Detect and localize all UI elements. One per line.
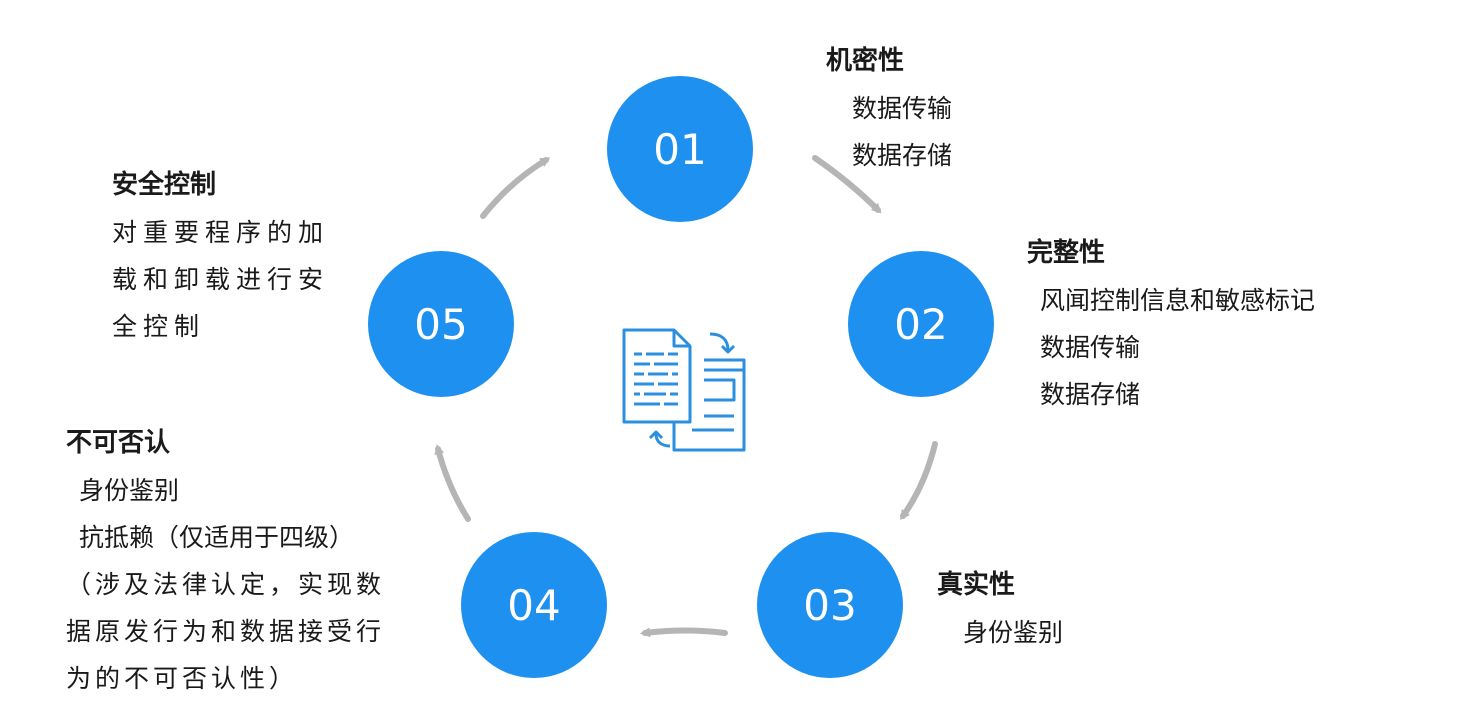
node-04-title: 不可否认 [66,428,171,458]
node-05-title: 安全控制 [112,170,217,200]
arrow-01-to-02 [812,155,882,214]
node-05-desc: 全控制 [112,312,206,341]
node-02-item: 数据存储 [1040,380,1141,409]
node-01-text: 机密性 数据传输 数据存储 [826,38,952,179]
node-01-item: 数据存储 [852,141,953,170]
node-04-desc: 据原发行为和数据接受行 [66,617,386,646]
node-05-desc: 载和卸载进行安 [112,265,330,294]
node-04-desc: （涉及法律认定，实现数 [66,570,386,599]
node-01-item: 数据传输 [852,94,953,123]
node-05-desc: 对重要程序的加 [112,218,330,247]
node-02-circle: 02 [848,251,994,397]
node-05-circle: 05 [368,251,514,397]
node-05-text: 安全控制 对重要程序的加 载和卸载进行安 全控制 [112,162,329,350]
node-04-text: 不可否认 身份鉴别 抗抵赖（仅适用于四级） （涉及法律认定，实现数 据原发行为和… [66,420,385,702]
node-02-title: 完整性 [1027,238,1106,268]
arrow-02-to-03 [900,441,938,521]
node-01-title: 机密性 [826,46,905,76]
node-04-item: 抗抵赖（仅适用于四级） [79,523,355,552]
node-01-circle: 01 [607,76,753,222]
arrow-03-to-04 [640,627,728,638]
node-03-circle: 03 [757,532,903,678]
node-04-item: 身份鉴别 [79,476,180,505]
node-04-desc: 为的不可否认性） [66,664,299,693]
node-02-text: 完整性 风闻控制信息和敏感标记 数据传输 数据存储 [1027,230,1315,418]
node-04-circle: 04 [461,532,607,678]
node-03-title: 真实性 [937,570,1016,600]
node-03-item: 身份鉴别 [963,618,1064,647]
node-02-item: 数据传输 [1040,333,1141,362]
node-02-item: 风闻控制信息和敏感标记 [1040,286,1316,315]
arrow-04-to-05 [434,444,471,522]
documents-sync-icon [622,328,746,452]
node-03-text: 真实性 身份鉴别 [937,562,1063,656]
arrow-05-to-01 [480,157,551,219]
